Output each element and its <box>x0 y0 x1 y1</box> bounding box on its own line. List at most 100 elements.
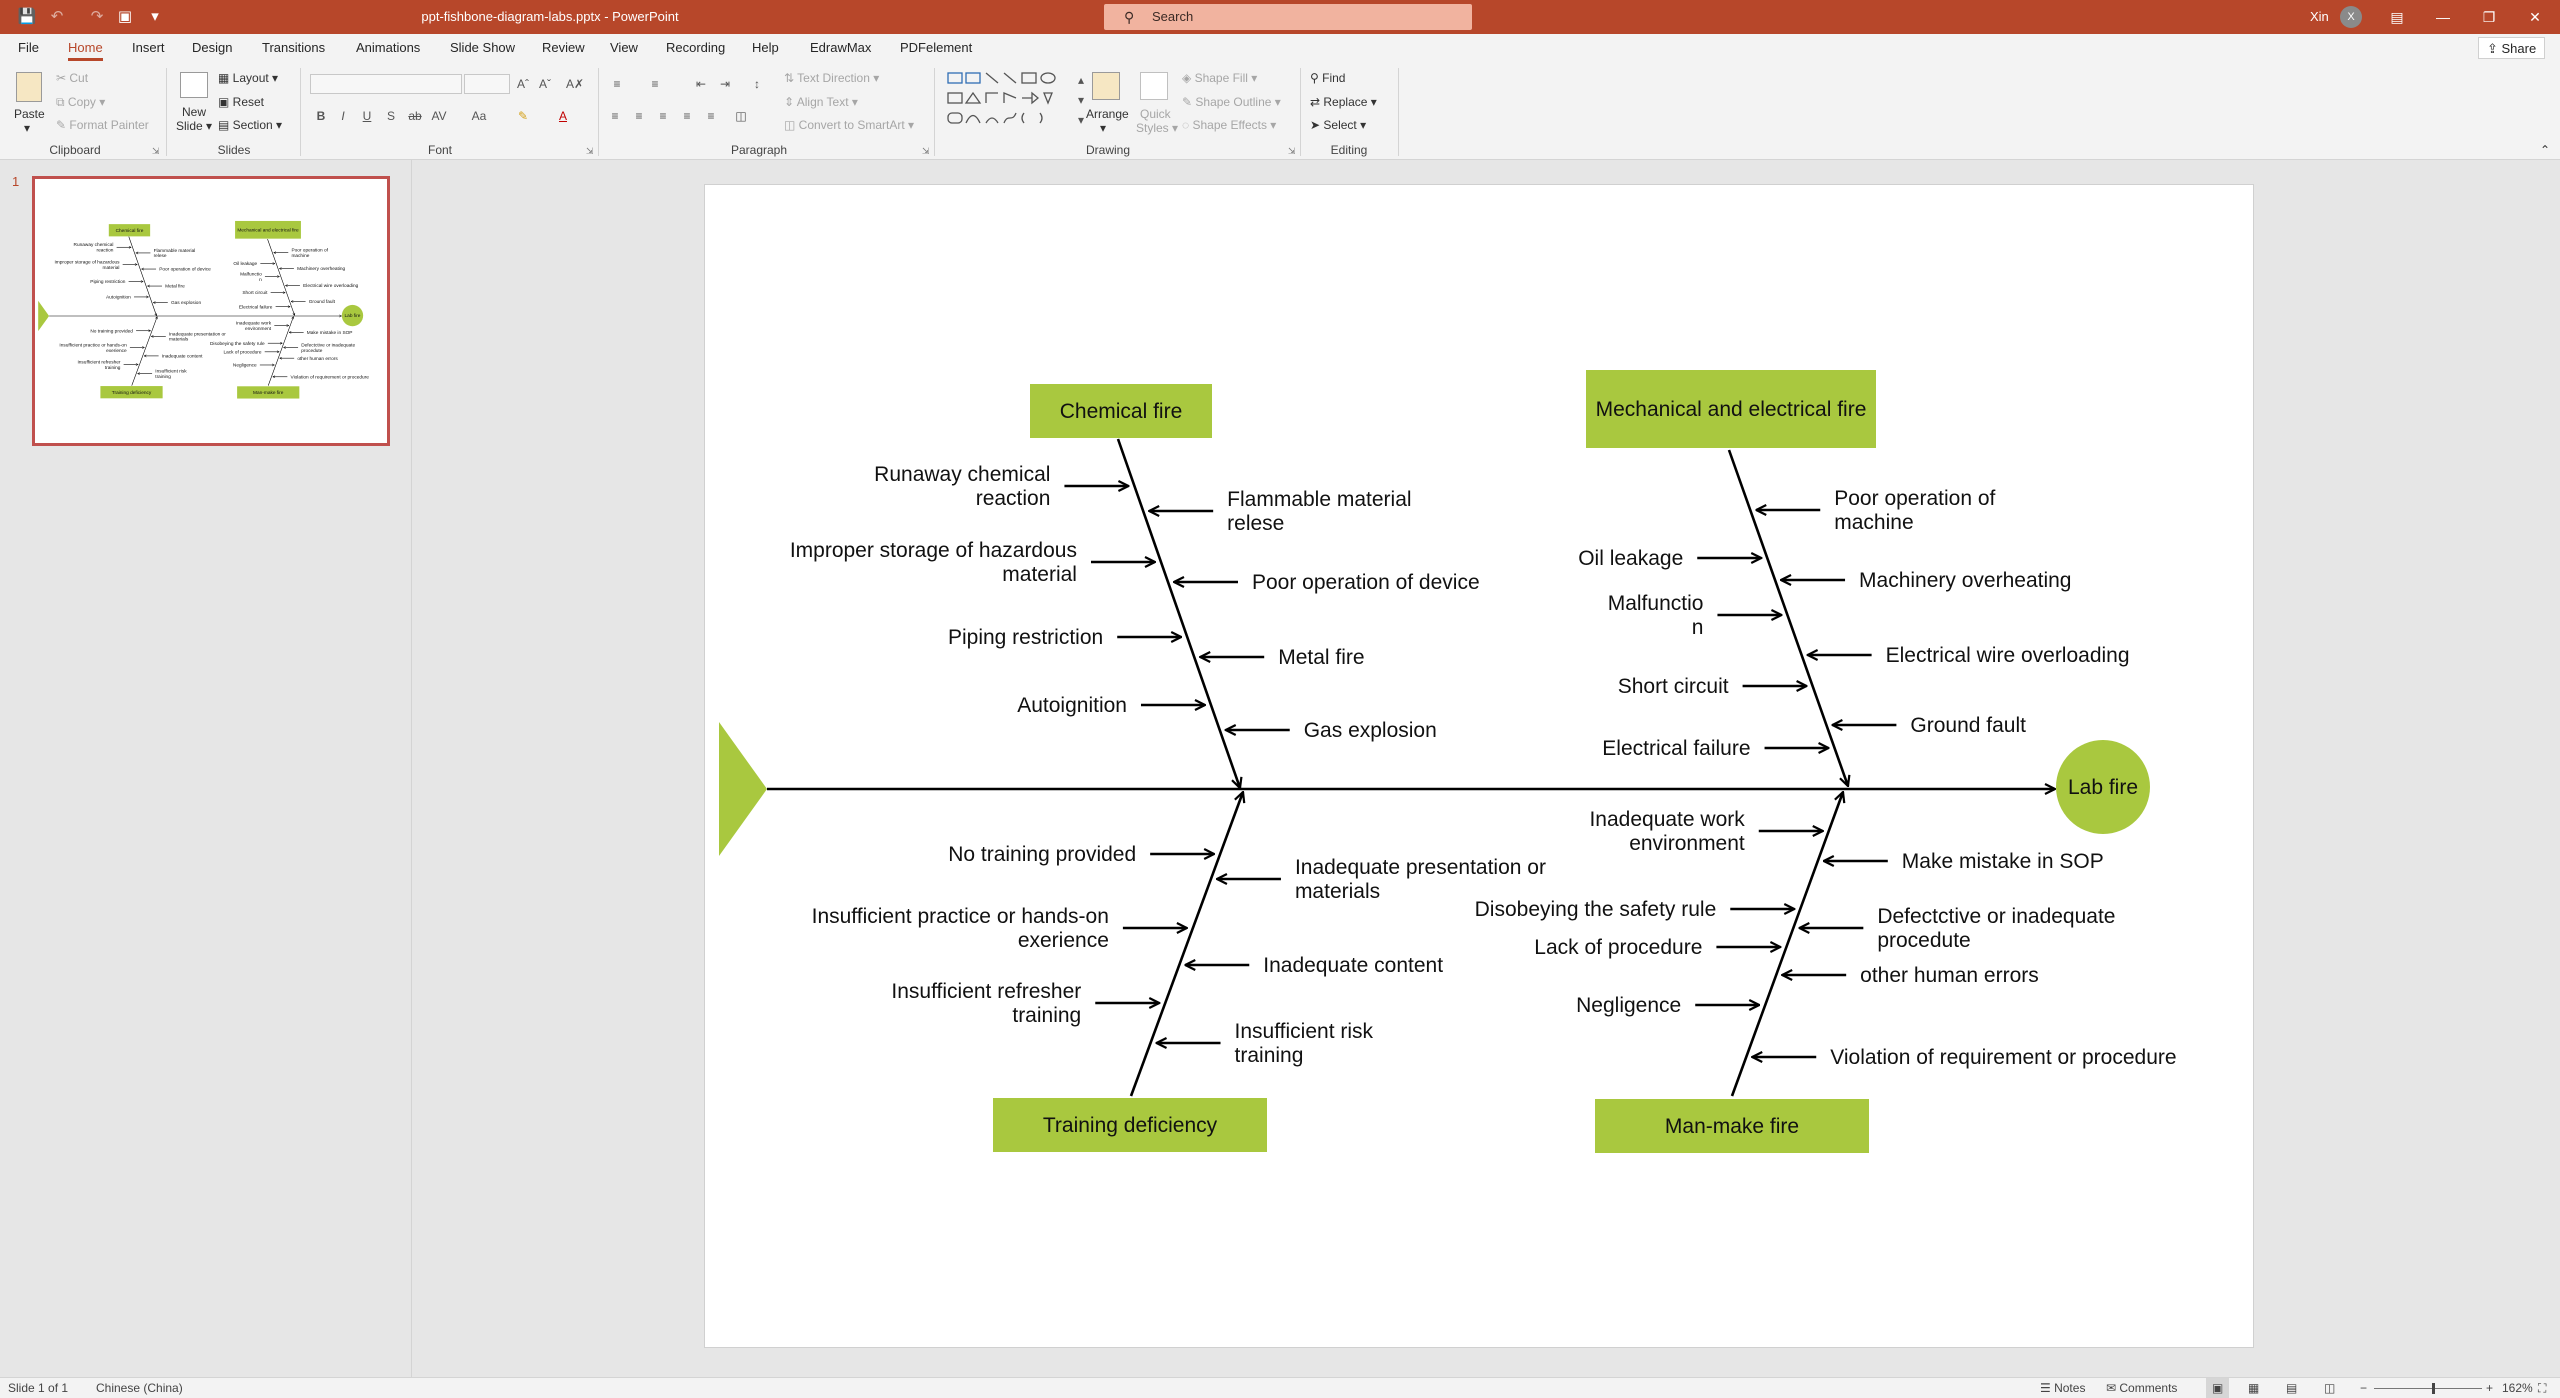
language-indicator[interactable]: Chinese (China) <box>96 1381 183 1395</box>
cause-label[interactable]: Insufficient risk <box>1235 1020 1374 1043</box>
cause-label[interactable]: Improper storage of hazardous <box>790 539 1077 562</box>
font-color-icon[interactable]: A <box>558 109 567 123</box>
format-painter-button[interactable]: ✎ Format Painter <box>56 117 149 133</box>
cause-label[interactable]: Machinery overheating <box>1859 569 2071 592</box>
cause-label[interactable]: training <box>1235 1044 1304 1067</box>
strikethrough-icon[interactable]: ab <box>408 109 422 123</box>
cause-label[interactable]: Ground fault <box>1910 714 2026 737</box>
paste-dropdown-icon[interactable]: ▾ <box>24 121 31 135</box>
close-icon[interactable]: ✕ <box>2529 9 2541 25</box>
tab-view[interactable]: View <box>610 40 638 55</box>
increase-indent-icon[interactable]: ⇥ <box>719 77 731 91</box>
line-spacing-icon[interactable]: ↕ <box>754 77 760 91</box>
font-size-select[interactable] <box>464 74 510 94</box>
align-text-button[interactable]: ⇕ Align Text ▾ <box>784 95 858 109</box>
cause-label[interactable]: Electrical wire overloading <box>1886 644 2130 667</box>
quick-styles-icon[interactable] <box>1140 72 1168 100</box>
restore-icon[interactable]: ❐ <box>2482 9 2496 25</box>
cause-label[interactable]: environment <box>1629 832 1745 855</box>
cause-label[interactable]: Make mistake in SOP <box>1902 850 2104 873</box>
copy-button[interactable]: ⧉ Copy ▾ <box>56 95 106 109</box>
zoom-out-icon[interactable]: − <box>2360 1381 2368 1395</box>
select-button[interactable]: ➤ Select ▾ <box>1310 118 1367 132</box>
user-name[interactable]: Xin <box>2310 9 2329 24</box>
tab-slide-show[interactable]: Slide Show <box>450 40 516 55</box>
cause-label[interactable]: Poor operation of <box>1834 487 1995 510</box>
find-button[interactable]: ⚲ Find <box>1310 70 1345 86</box>
cause-label[interactable]: materials <box>1295 880 1380 903</box>
clear-formatting-icon[interactable]: A✗ <box>566 77 585 91</box>
bullets-icon[interactable]: ≡ <box>613 77 621 91</box>
minimize-icon[interactable]: — <box>2436 9 2450 25</box>
cut-button[interactable]: ✂ Cut <box>56 70 88 86</box>
customize-quick-access-icon[interactable]: ▾ <box>151 8 159 25</box>
quick-styles-label-1[interactable]: Quick <box>1140 107 1171 121</box>
ribbon-display-options-icon[interactable]: ▤ <box>2390 9 2404 25</box>
arrange-dropdown-icon[interactable]: ▾ <box>1100 121 1107 135</box>
cause-label[interactable]: Defectctive or inadequate <box>1877 905 2115 928</box>
cause-label[interactable]: Poor operation of device <box>1252 571 1480 594</box>
arrange-button[interactable]: Arrange <box>1086 107 1129 121</box>
redo-icon[interactable]: ↷ <box>90 8 104 25</box>
cause-label[interactable]: Inadequate work <box>1589 808 1745 831</box>
cause-label[interactable]: Runaway chemical <box>874 463 1050 486</box>
cause-label[interactable]: Piping restriction <box>948 626 1103 649</box>
tab-transitions[interactable]: Transitions <box>262 40 326 55</box>
zoom-level[interactable]: 162% <box>2502 1381 2533 1395</box>
cause-label[interactable]: relese <box>1227 512 1284 535</box>
cause-label[interactable]: Gas explosion <box>1304 719 1437 742</box>
tab-help[interactable]: Help <box>752 40 779 55</box>
italic-icon[interactable]: I <box>341 109 345 123</box>
cause-label[interactable]: training <box>1012 1004 1081 1027</box>
slide-canvas[interactable]: Lab fire Chemical fire Mechanical and el… <box>704 184 2254 1348</box>
underline-icon[interactable]: U <box>362 109 372 123</box>
tab-insert[interactable]: Insert <box>132 40 165 55</box>
tab-design[interactable]: Design <box>192 40 233 55</box>
gallery-up-icon[interactable]: ▴ <box>1077 73 1085 87</box>
zoom-in-icon[interactable]: + <box>2486 1381 2494 1395</box>
shape-effects-button[interactable]: ◌ Shape Effects ▾ <box>1182 118 1277 132</box>
cause-label[interactable]: Negligence <box>1576 994 1681 1017</box>
reading-view-icon[interactable]: ▤ <box>2286 1381 2298 1395</box>
tab-file[interactable]: File <box>18 40 39 55</box>
layout-button[interactable]: ▦ Layout ▾ <box>218 71 279 85</box>
section-button[interactable]: ▤ Section ▾ <box>218 118 283 132</box>
cause-label[interactable]: Metal fire <box>1278 646 1364 669</box>
new-slide-icon[interactable] <box>180 72 208 98</box>
distributed-icon[interactable]: ≡ <box>707 109 715 123</box>
columns-icon[interactable]: ◫ <box>735 109 747 123</box>
tab-edrawmax[interactable]: EdrawMax <box>810 40 872 55</box>
cause-label[interactable]: Electrical failure <box>1602 737 1750 760</box>
avatar[interactable]: X <box>2340 6 2362 28</box>
decrease-indent-icon[interactable]: ⇤ <box>695 77 707 91</box>
paste-button[interactable]: Paste <box>14 107 45 121</box>
cause-label[interactable]: Disobeying the safety rule <box>1475 898 1717 921</box>
comments-button[interactable]: ✉ Comments <box>2106 1378 2177 1398</box>
numbering-icon[interactable]: ≡ <box>651 77 659 91</box>
cause-label[interactable]: Lack of procedure <box>1534 936 1702 959</box>
zoom-slider[interactable] <box>2374 1388 2482 1389</box>
shapes-gallery[interactable] <box>944 70 1070 136</box>
new-slide-label-1[interactable]: New <box>182 105 207 119</box>
gallery-more-icon[interactable]: ▾ <box>1077 113 1085 127</box>
category-box-man[interactable] <box>1595 1099 1869 1153</box>
cause-label[interactable]: machine <box>1834 511 1913 534</box>
cause-label[interactable]: exerience <box>1018 929 1109 952</box>
cause-label[interactable]: Inadequate presentation or <box>1295 856 1546 879</box>
font-family-select[interactable] <box>310 74 462 94</box>
convert-smartart-button[interactable]: ◫ Convert to SmartArt ▾ <box>784 118 915 132</box>
align-right-icon[interactable]: ≡ <box>659 109 667 123</box>
cause-label[interactable]: Malfunctio <box>1608 592 1704 615</box>
bold-icon[interactable]: B <box>316 109 326 123</box>
decrease-font-size-icon[interactable]: Aˇ <box>539 77 551 91</box>
share-button[interactable]: ⇪ Share <box>2478 37 2546 59</box>
cause-label[interactable]: procedute <box>1877 929 1970 952</box>
cause-label[interactable]: material <box>1002 563 1077 586</box>
cause-label[interactable]: other human errors <box>1860 964 2039 987</box>
tab-home[interactable]: Home <box>68 34 103 62</box>
slide-thumbnail[interactable]: Lab fire Chemical fire Mechanical and el… <box>32 176 390 446</box>
cause-label[interactable]: reaction <box>976 487 1051 510</box>
tab-recording[interactable]: Recording <box>666 40 726 55</box>
tab-review[interactable]: Review <box>542 40 585 55</box>
cause-label[interactable]: Insufficient practice or hands-on <box>812 905 1109 928</box>
